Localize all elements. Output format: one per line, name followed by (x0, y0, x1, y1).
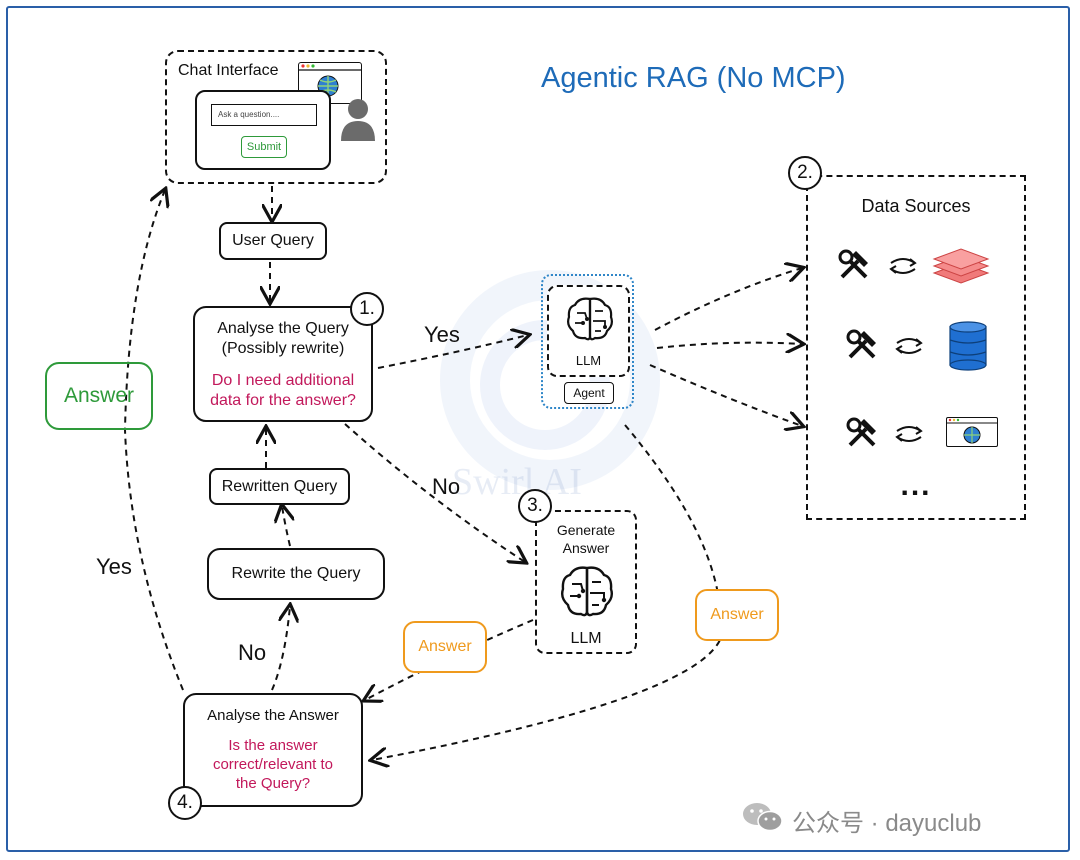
diagram-frame (6, 6, 1070, 852)
generate-answer-line1: Generate (556, 522, 616, 538)
step-number-4: 4. (168, 786, 202, 820)
tools-icon (846, 329, 876, 359)
step-number-2: 2. (788, 156, 822, 190)
step-number-3: 3. (518, 489, 552, 523)
rewrite-query-node: Rewrite the Query (207, 548, 385, 600)
analyse-answer-question1: Is the answer (228, 737, 318, 754)
edge-rewrite-to-rewritten (282, 506, 290, 547)
brain-icon (560, 566, 614, 617)
question-input[interactable]: Ask a question.... (211, 104, 317, 126)
edge-analyse-to-generate (344, 423, 525, 562)
user-icon (341, 99, 375, 141)
layers-stack-icon (932, 248, 990, 284)
analyse-query-line2: (Possibly rewrite) (221, 340, 345, 357)
edge-label-yes-left: Yes (96, 554, 132, 579)
generate-answer-node: Generate Answer LLM (535, 510, 637, 654)
edge-label-no-mid: No (432, 474, 461, 499)
database-icon (949, 321, 987, 371)
step-number-1: 1. (350, 292, 384, 326)
tools-icon (838, 249, 868, 279)
browser-globe-icon (298, 62, 362, 104)
data-sources-title: Data Sources (861, 196, 971, 216)
more-sources-ellipsis: ... (900, 469, 932, 502)
answer-orange-label-1: Answer (403, 621, 487, 673)
analyse-answer-node: Analyse the Answer Is the answer correct… (183, 693, 363, 807)
submit-button[interactable]: Submit (241, 136, 287, 158)
edge-analyse-to-agent (377, 335, 528, 369)
chat-interface-label: Chat Interface (178, 62, 279, 79)
edge-answeranalyse-to-rewrite (271, 606, 290, 691)
sync-arrows-icon (889, 258, 917, 274)
edge-agent-to-ds1 (654, 268, 802, 331)
generate-llm-label: LLM (570, 630, 602, 647)
chat-form: Ask a question.... Submit (195, 90, 331, 170)
analyse-query-question1: Do I need additional (211, 372, 355, 389)
sync-arrows-icon (895, 426, 923, 442)
answer-green-label: Answer (45, 362, 153, 430)
sync-arrows-icon (895, 338, 923, 354)
edge-answeranalyse-to-chat (123, 190, 184, 691)
watermark-text: Swirl AI (452, 461, 582, 503)
edge-label-yes-top: Yes (424, 322, 460, 347)
rewritten-query-node: Rewritten Query (209, 468, 350, 505)
analyse-query-question2: data for the answer? (210, 392, 356, 409)
diagram-title: Agentic RAG (No MCP) (541, 62, 846, 94)
data-sources-box: Data Sources (806, 175, 1026, 520)
analyse-answer-question3: the Query? (235, 775, 311, 792)
edge-agent-to-ds3 (649, 364, 802, 426)
generate-answer-line2: Answer (562, 540, 610, 556)
answer-orange-label-2: Answer (695, 589, 779, 641)
edge-label-no-left: No (238, 640, 267, 665)
analyse-query-line1: Analyse the Query (217, 320, 349, 337)
footer-account-label: 公众号 · dayuclub (792, 810, 982, 837)
wechat-icon (743, 803, 783, 832)
analyse-query-node: Analyse the Query (Possibly rewrite) Do … (193, 306, 373, 422)
user-query-node: User Query (219, 222, 327, 260)
browser-globe-icon (946, 417, 998, 447)
agent-container (541, 274, 634, 409)
analyse-answer-question2: correct/relevant to (212, 756, 334, 773)
tools-icon (846, 417, 876, 447)
brain-icon (567, 297, 613, 341)
agent-llm-box: LLM (547, 285, 630, 377)
edge-agent-to-answeranalyse (372, 424, 722, 760)
agent-llm-label: LLM (575, 353, 602, 368)
chat-interface-box: Chat Interface Ask a question.... Submit (165, 50, 387, 184)
edge-agent-to-ds2 (656, 343, 802, 348)
agent-label: Agent (564, 382, 614, 404)
analyse-answer-title: Analyse the Answer (207, 707, 339, 724)
